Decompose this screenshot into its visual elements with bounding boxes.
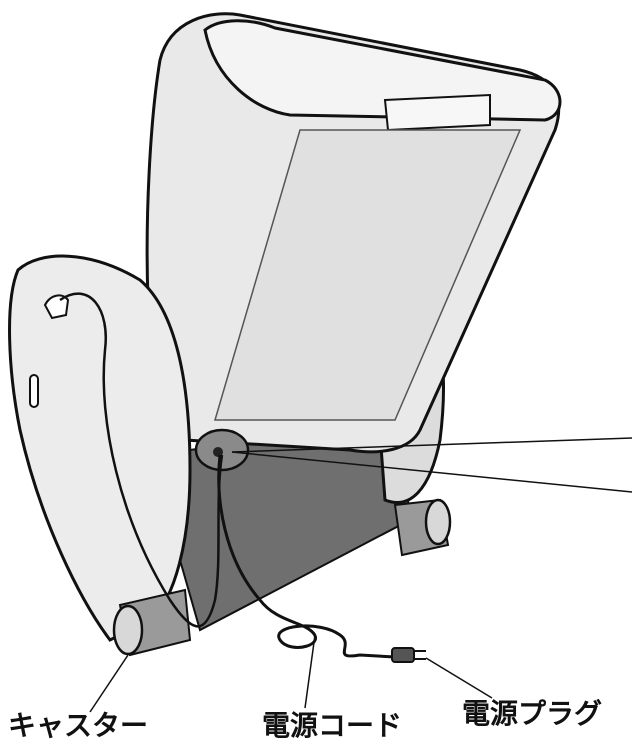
- headrest-tab: [385, 95, 490, 130]
- power-plug: [392, 648, 426, 662]
- chair-left-armrest: [10, 256, 190, 640]
- caster-leader-line: [90, 655, 128, 712]
- armrest-slot: [30, 375, 38, 407]
- power-plug-label: 電源プラグ: [462, 700, 602, 728]
- plug-leader-line: [426, 658, 492, 698]
- power-cord-label: 電源コード: [262, 712, 402, 740]
- right-caster: [395, 500, 450, 555]
- caster-label: キャスター: [8, 712, 148, 740]
